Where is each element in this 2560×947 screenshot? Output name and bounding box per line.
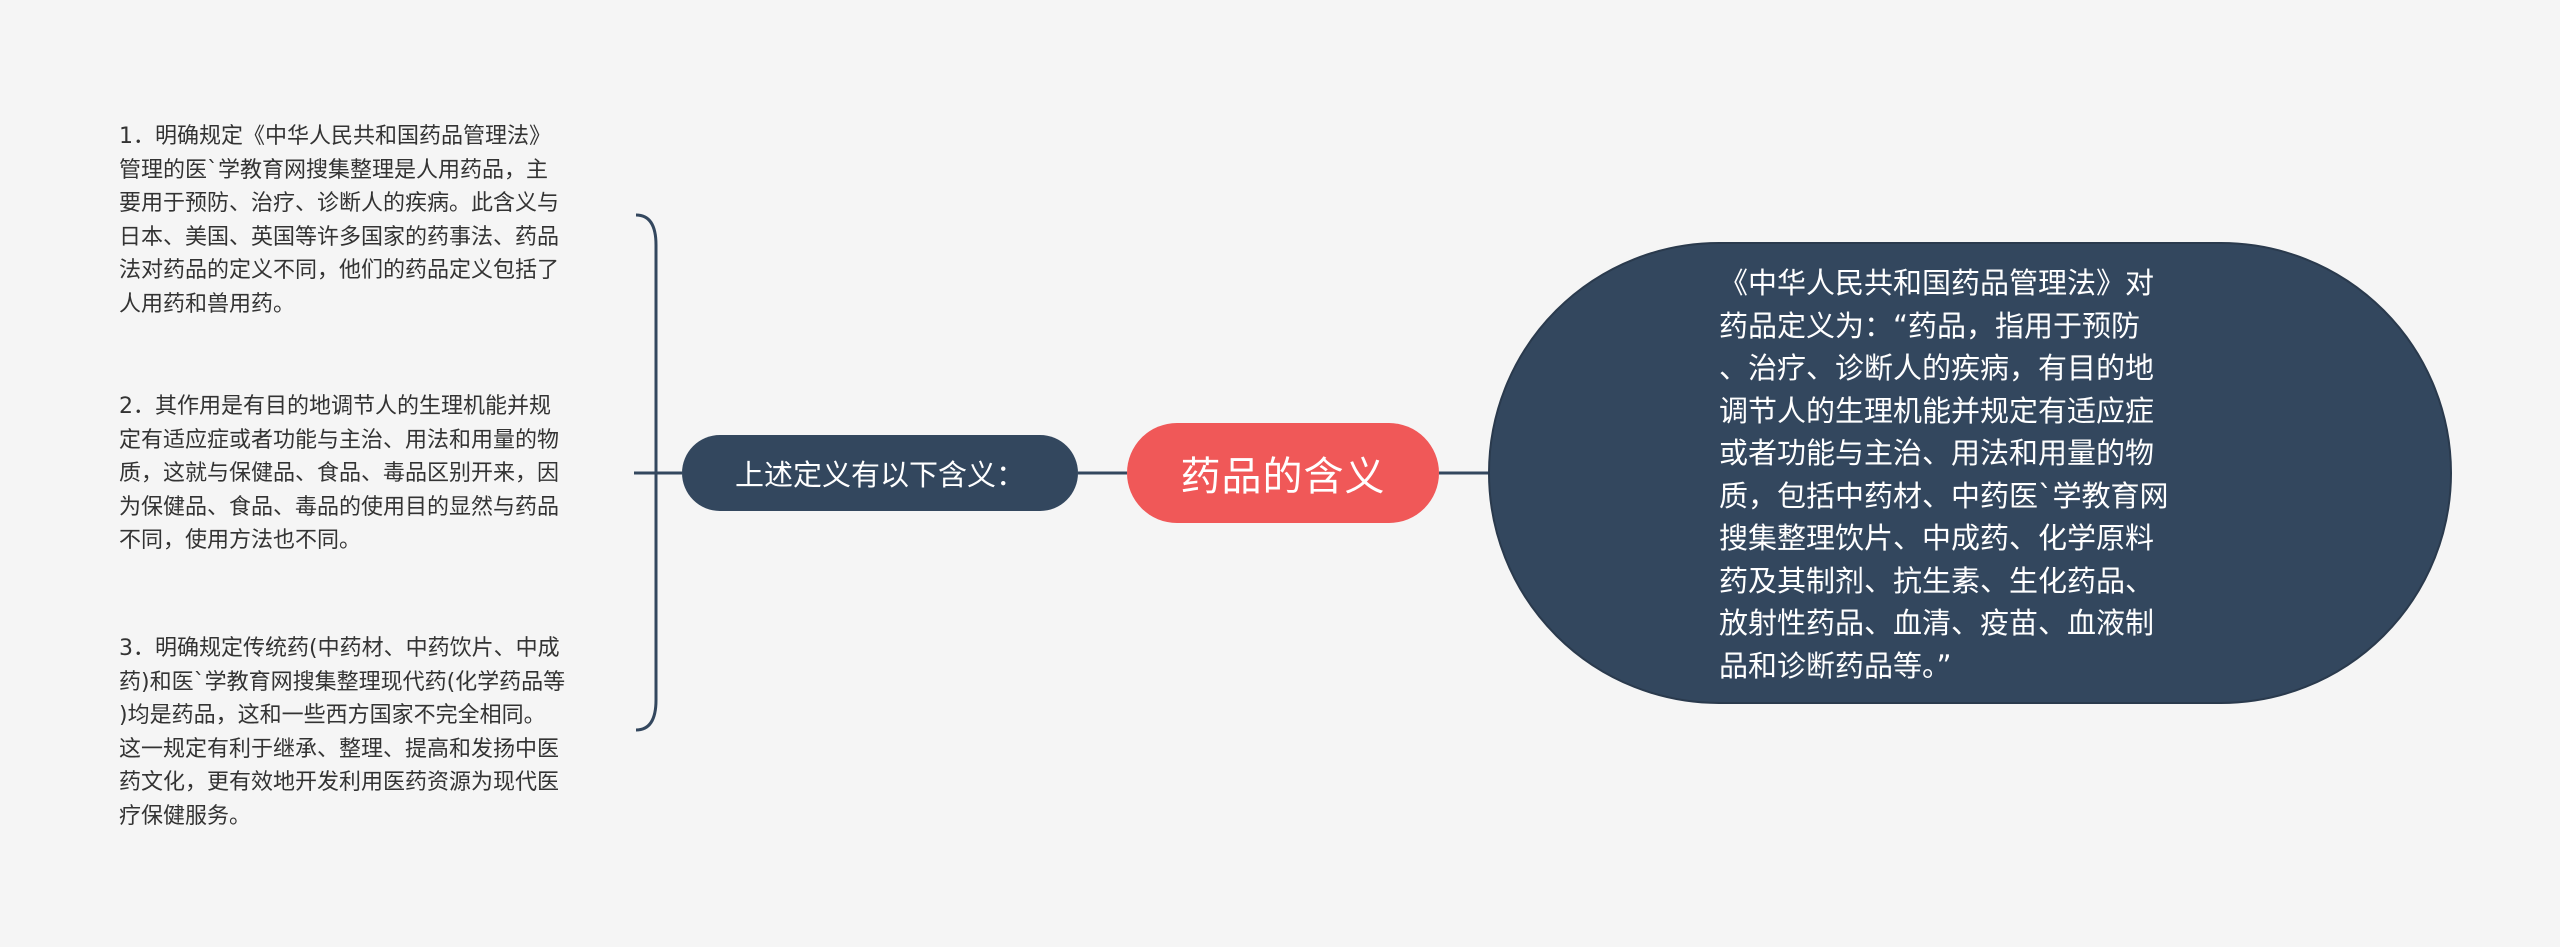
right-branch-node[interactable]: 《中华人民共和国药品管理法》对 药品定义为：“药品，指用于预防 、治疗、诊断人的… [1488, 242, 2452, 704]
left-branch-node[interactable]: 上述定义有以下含义： [682, 435, 1078, 511]
central-topic-label: 药品的含义 [1180, 454, 1386, 500]
leaf-item-1[interactable]: 1．明确规定《中华人民共和国药品管理法》 管理的医`学教育网搜集整理是人用药品，… [119, 124, 560, 317]
left-branch-label: 上述定义有以下含义： [734, 458, 1025, 492]
leaf-bracket [635, 213, 658, 732]
right-branch-text: 《中华人民共和国药品管理法》对 药品定义为：“药品，指用于预防 、治疗、诊断人的… [1719, 266, 2169, 683]
leaf-item-2[interactable]: 2．其作用是有目的地调节人的生理机能并规 定有适应症或者功能与主治、用法和用量的… [119, 394, 560, 553]
central-topic[interactable]: 药品的含义 [1127, 423, 1439, 523]
leaf-item-3[interactable]: 3．明确规定传统药(中药材、中药饮片、中成 药)和医`学教育网搜集整理现代药(化… [119, 636, 566, 829]
